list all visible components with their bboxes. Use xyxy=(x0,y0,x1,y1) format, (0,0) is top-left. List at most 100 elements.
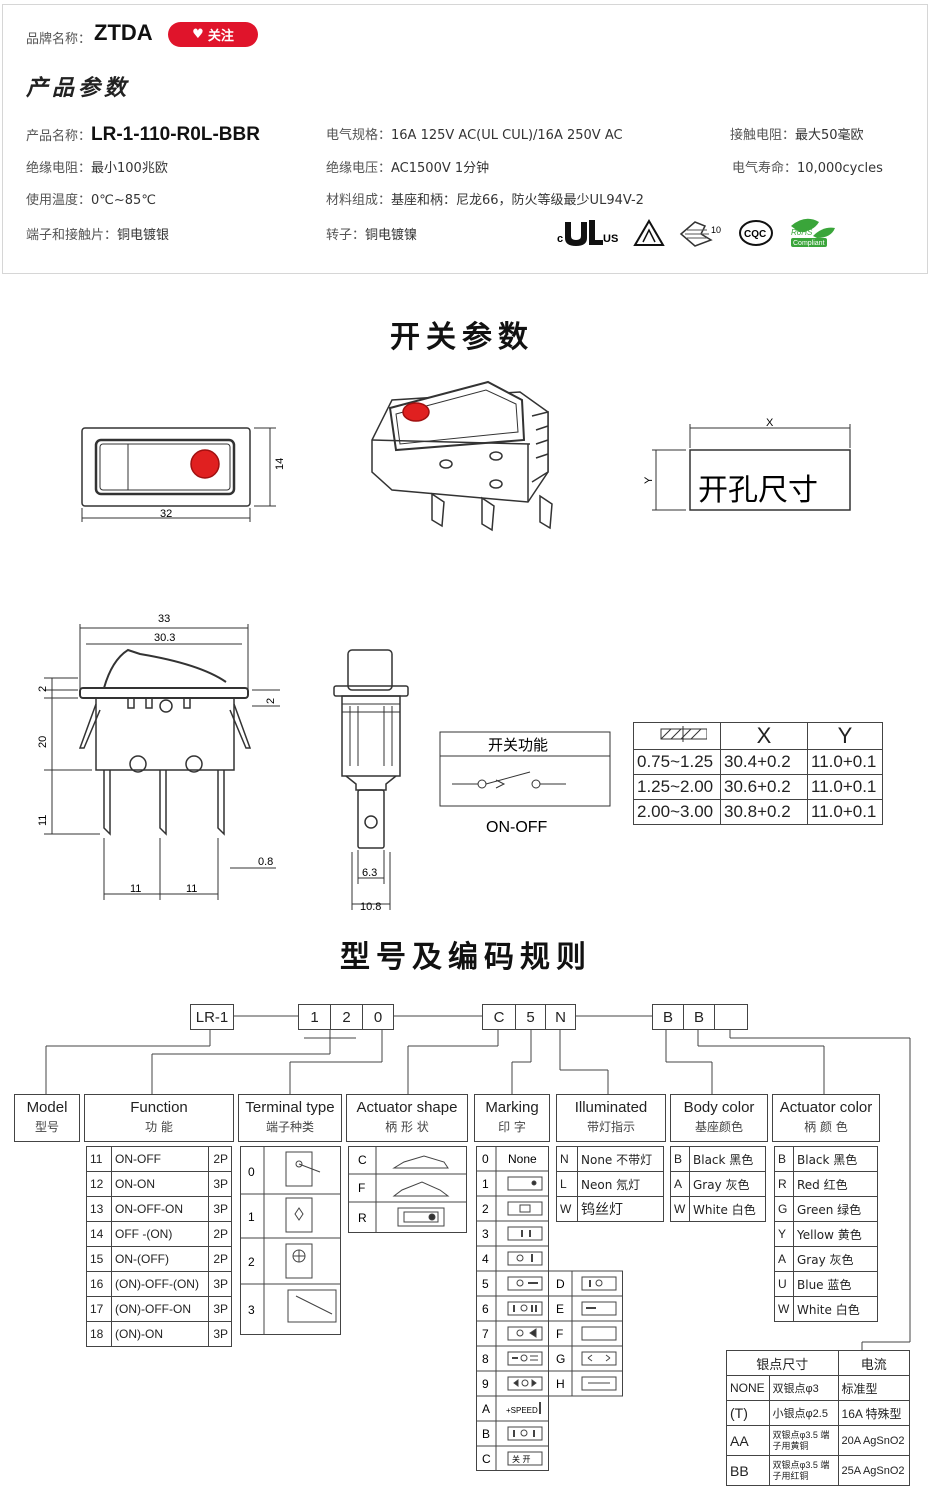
code-box-model: LR-1 xyxy=(190,1004,234,1030)
dim-108: 10.8 xyxy=(360,901,381,913)
spec-electrical: 电气规格：16A 125V AC(UL CUL)/16A 250V AC xyxy=(326,128,623,143)
brand-name: ZTDA xyxy=(94,20,153,45)
svg-text:6: 6 xyxy=(482,1302,489,1316)
svg-text:c: c xyxy=(557,233,563,245)
terminal-3: 3 xyxy=(248,1303,255,1317)
ul-logo: c US xyxy=(557,220,618,246)
dim-63: 6.3 xyxy=(362,867,377,879)
dim-side-total: 33 xyxy=(158,613,170,625)
code-box-illum: N xyxy=(545,1004,576,1030)
thickness-icon xyxy=(660,725,708,742)
dim-11: 11 xyxy=(37,815,49,826)
code-box-shape: C xyxy=(482,1004,516,1030)
dim-2b: 2 xyxy=(265,698,277,704)
switch-drawings: 32 14 X Y 开孔尺寸 xyxy=(37,380,851,913)
spec-insulation-resistance: 绝缘电阻：最小100兆欧 xyxy=(26,161,168,176)
shape-table: C F R xyxy=(348,1146,467,1233)
svg-text:F: F xyxy=(556,1327,563,1341)
svg-text:D: D xyxy=(556,1277,565,1291)
svg-text:8: 8 xyxy=(482,1352,489,1366)
spec-insulation-voltage: 绝缘电压：AC1500V 1分钟 xyxy=(326,161,490,176)
heart-icon: ♥ xyxy=(192,27,204,42)
spec-life: 电气寿命：10,000cycles xyxy=(732,161,883,176)
front-view xyxy=(81,427,276,522)
shape-c: C xyxy=(358,1153,367,1167)
svg-text:10: 10 xyxy=(711,225,721,235)
switch-params-title: 开关参数 xyxy=(390,320,534,355)
shape-f: F xyxy=(358,1181,365,1195)
params-title: 产品参数 xyxy=(26,75,131,101)
terminal-1: 1 xyxy=(248,1210,255,1224)
svg-text:2: 2 xyxy=(482,1202,489,1216)
svg-text:A: A xyxy=(482,1402,490,1416)
dim-front-height: 14 xyxy=(274,458,286,470)
marking-speed: +SPEED xyxy=(506,1406,538,1415)
dim-20: 20 xyxy=(37,736,49,748)
terminal-2: 2 xyxy=(248,1255,255,1269)
dim-front-width: 32 xyxy=(160,508,172,520)
spec-product-name: 产品名称：LR-1-110-R0L-BBR xyxy=(26,124,260,145)
spec-temperature: 使用温度：0℃~85℃ xyxy=(26,193,156,208)
dim-08: 0.8 xyxy=(258,856,273,868)
spec-contact-resistance: 接触电阻：最大50毫欧 xyxy=(730,128,864,143)
svg-text:B: B xyxy=(482,1427,490,1441)
dim-cut-y: Y xyxy=(643,476,655,484)
svg-text:US: US xyxy=(603,233,618,245)
coding-connectors xyxy=(45,1015,911,1350)
spec-terminals: 端子和接触片：铜电镀银 xyxy=(26,228,170,243)
svg-text:RoHS: RoHS xyxy=(791,228,813,237)
svg-text:1: 1 xyxy=(482,1177,489,1191)
follow-button[interactable]: ♥关注 xyxy=(168,22,258,47)
svg-text:4: 4 xyxy=(482,1252,489,1266)
side-view xyxy=(44,624,280,900)
spec-rotor: 转子：铜电镀镍 xyxy=(326,228,418,243)
dim-2a: 2 xyxy=(37,686,49,692)
cutout-view xyxy=(652,424,851,511)
marking-zh: 关 开 xyxy=(512,1454,531,1464)
spec-material: 材料组成：基座和柄：尼龙66，防火等级最少UL94V-2 xyxy=(326,193,644,208)
end-view xyxy=(333,649,409,910)
svg-text:C: C xyxy=(482,1452,491,1466)
svg-text:0: 0 xyxy=(482,1152,489,1166)
svg-text:3: 3 xyxy=(482,1227,489,1241)
marking-table: 0 None 1 2 3 4 5 6 7 8 9 A +SPEED B C 关 开… xyxy=(476,1146,623,1471)
cutout-label: 开孔尺寸 xyxy=(698,473,818,508)
certification-logos: c US 10 CQC RoHS Compliant xyxy=(557,218,835,247)
dim-side-width: 30.3 xyxy=(154,632,175,644)
marking-none: None xyxy=(508,1152,537,1166)
function-box-caption: ON-OFF xyxy=(486,819,548,836)
iso-view xyxy=(371,380,553,532)
brand-label: 品牌名称： xyxy=(26,32,92,47)
svg-text:5: 5 xyxy=(482,1277,489,1291)
svg-text:E: E xyxy=(556,1302,564,1316)
code-box-function-1: 1 xyxy=(298,1004,331,1030)
terminal-table: 0 1 2 3 xyxy=(240,1146,341,1335)
cqc-logo: CQC xyxy=(739,220,773,246)
code-box-marking: 5 xyxy=(515,1004,546,1030)
svg-text:9: 9 xyxy=(482,1377,489,1391)
product-header-card xyxy=(2,4,928,274)
dim-pin-a: 11 xyxy=(130,883,141,895)
svg-text:7: 7 xyxy=(482,1327,489,1341)
rohs-logo: RoHS Compliant xyxy=(791,218,835,247)
code-box-actuator: B xyxy=(683,1004,715,1030)
ccc-logo: 10 xyxy=(679,221,721,247)
shape-r: R xyxy=(358,1211,367,1225)
svg-text:G: G xyxy=(556,1352,565,1366)
svg-text:CQC: CQC xyxy=(744,229,766,240)
svg-text:Compliant: Compliant xyxy=(793,240,825,247)
code-box-silver xyxy=(714,1004,748,1030)
